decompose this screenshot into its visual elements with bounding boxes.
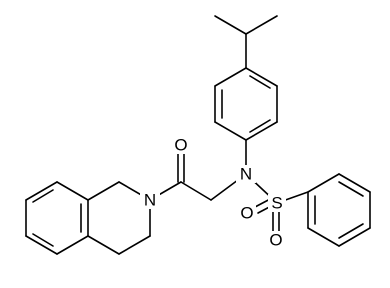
bond-benzo-5 — [56, 235, 89, 255]
bond-isopropyl-methyl-right — [245, 15, 278, 35]
bond-thiq-ch2-to-arene — [87, 235, 120, 255]
bond-benzo-4 — [25, 235, 58, 255]
bond-aryl-1 — [245, 67, 278, 87]
bond-benzo-double-3 — [32, 233, 54, 247]
bond-phenyl-2 — [338, 173, 371, 193]
atom-nitrogen-sulfonamide: N — [240, 165, 252, 184]
label-bg-sulfonamide-nitrogen — [236, 165, 256, 183]
bond-benzo-1 — [56, 181, 89, 201]
bond-phenyl-5 — [307, 227, 340, 247]
bond-benzo-2 — [25, 181, 58, 201]
bond-aryl-4 — [214, 121, 247, 141]
bond-thiq-ch2-top-to-arene — [87, 181, 120, 201]
bond-phenyl-double-1 — [338, 181, 364, 197]
bond-phenyl-1 — [307, 173, 340, 193]
atom-sulfur: S — [271, 194, 282, 213]
atom-nitrogen-ring: N — [144, 191, 156, 210]
bond-thiq-ch2-ch2 — [118, 235, 151, 255]
bond-isopropyl-methyl-left — [214, 15, 247, 35]
atom-oxygen-sulfonyl-bottom: O — [269, 231, 282, 250]
label-bg-ring-nitrogen — [140, 191, 160, 209]
bond-layer — [25, 15, 371, 255]
atom-oxygen-carbonyl: O — [174, 136, 187, 155]
bond-ch2-to-carbonyl — [180, 181, 212, 201]
bond-phenyl-4 — [338, 227, 371, 247]
bond-aryl-double-1 — [249, 75, 271, 89]
bond-phenyl-double-2 — [338, 223, 364, 239]
bond-benzo-double-2 — [32, 189, 54, 203]
atom-label-layer: O N N S O O — [140, 136, 286, 250]
atom-oxygen-sulfonyl-left: O — [240, 204, 253, 223]
label-bg-sulfonyl-oxygen-left — [238, 204, 256, 222]
bond-aryl-double-2 — [249, 119, 271, 133]
bond-aryl-6 — [214, 67, 247, 87]
label-bg-carbonyl-oxygen — [172, 136, 190, 154]
label-bg-sulfonyl-oxygen-bottom — [267, 231, 285, 249]
bond-aryl-3 — [245, 121, 278, 141]
label-bg-sulfur — [268, 194, 286, 212]
